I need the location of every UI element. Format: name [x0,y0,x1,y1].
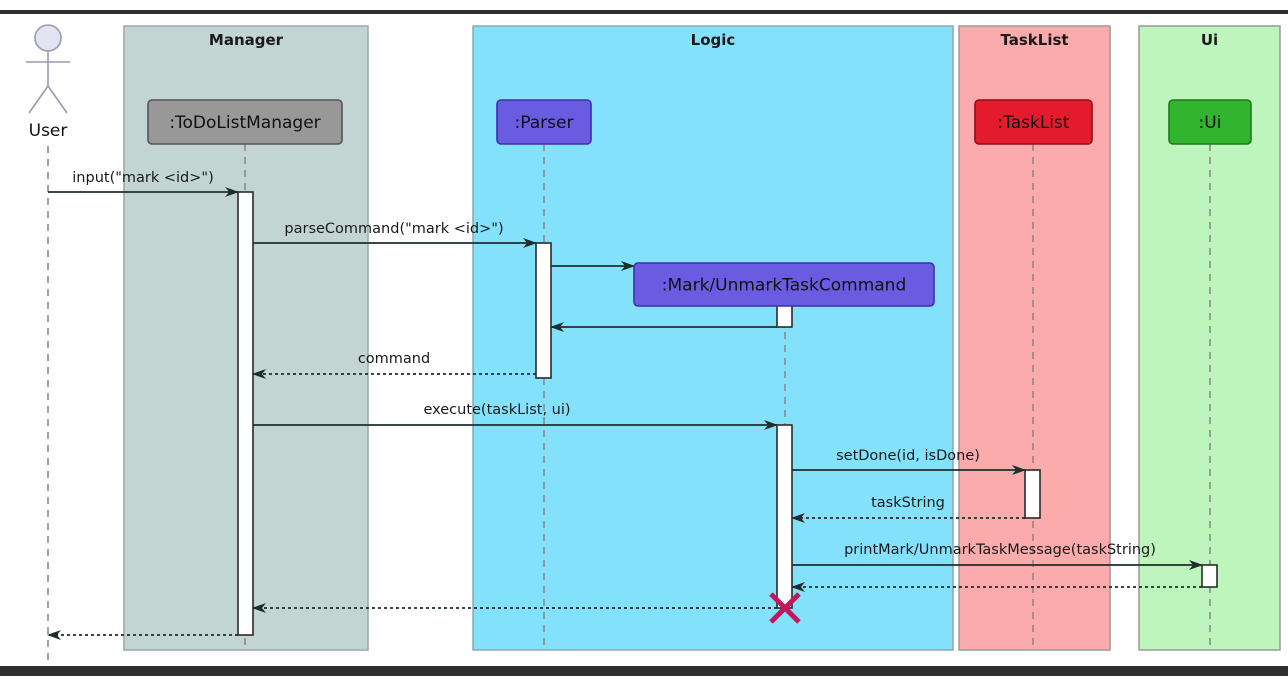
participant-label-tasklistobj: :TaskList [997,113,1069,133]
message-m1: input("mark <id>") [48,170,239,197]
participant-uiobj[interactable]: :Ui [1168,99,1252,145]
message-label-m2: parseCommand("mark <id>") [284,221,503,237]
actor-layer: User [26,24,70,141]
package-label-logic: Logic [691,31,736,49]
participant-tasklistobj[interactable]: :TaskList [974,99,1093,145]
package-ui: Ui [1138,25,1281,651]
message-m2: parseCommand("mark <id>") [253,221,537,248]
participant-markunmarkcommand[interactable]: :Mark/UnmarkTaskCommand [633,262,935,307]
package-label-tasklist: TaskList [1000,31,1068,49]
participant-label-uiobj: :Ui [1199,113,1222,133]
messages-layer: input("mark <id>") parseCommand("mark <id… [47,170,1203,640]
participant-box-todolistmanager[interactable] [147,99,343,145]
package-label-ui: Ui [1201,31,1218,49]
package-label-manager: Manager [209,31,284,49]
actor-right-leg-icon [47,85,68,114]
message-label-m7: setDone(id, isDone) [836,448,980,464]
actor-user[interactable]: User [26,24,70,141]
participant-label-parser: :Parser [515,113,574,133]
actor-label-user: User [29,121,68,141]
message-m5: command [252,351,536,379]
participant-box-markunmarkcommand[interactable] [633,262,935,307]
activations-layer [237,191,1218,636]
actor-head-icon [34,24,62,52]
participant-label-todolistmanager: :ToDoListManager [169,113,320,133]
participant-box-uiobj[interactable] [1168,99,1252,145]
participant-label-markunmarkcommand: :Mark/UnmarkTaskCommand [662,276,906,296]
message-m9: printMark/UnmarkTaskMessage(taskString) [792,542,1203,570]
message-label-m6: execute(taskList, ui) [423,402,570,418]
participants-layer: :ToDoListManager :Parser :Mark/UnmarkTaskC… [147,99,1252,307]
participant-box-tasklistobj[interactable] [974,99,1093,145]
message-label-m5: command [358,351,430,367]
participant-box-parser[interactable] [496,99,592,145]
message-m8: taskString [791,495,1025,523]
destruction-stroke-2 [769,592,801,624]
activation-bar-tasklistobj [1024,469,1041,519]
activation-bar-uiobj [1201,564,1218,588]
message-m7: setDone(id, isDone) [792,448,1026,475]
destruction-layer [769,592,801,624]
message-label-m1: input("mark <id>") [72,170,213,186]
destruction-marker-icon [769,592,801,624]
actor-left-leg-icon [28,85,49,114]
activation-bar-todolistmanager [237,191,254,636]
participant-todolistmanager[interactable]: :ToDoListManager [147,99,343,145]
activation-bar-markunmarkcommand [776,424,793,609]
participant-parser[interactable]: :Parser [496,99,592,145]
bottom-border-bar [0,666,1288,676]
message-label-m9: printMark/UnmarkTaskMessage(taskString) [844,542,1156,558]
message-m6: execute(taskList, ui) [253,402,778,430]
top-border-bar [0,10,1288,14]
message-label-m8: taskString [871,495,945,511]
activation-bar-parser [535,242,552,379]
